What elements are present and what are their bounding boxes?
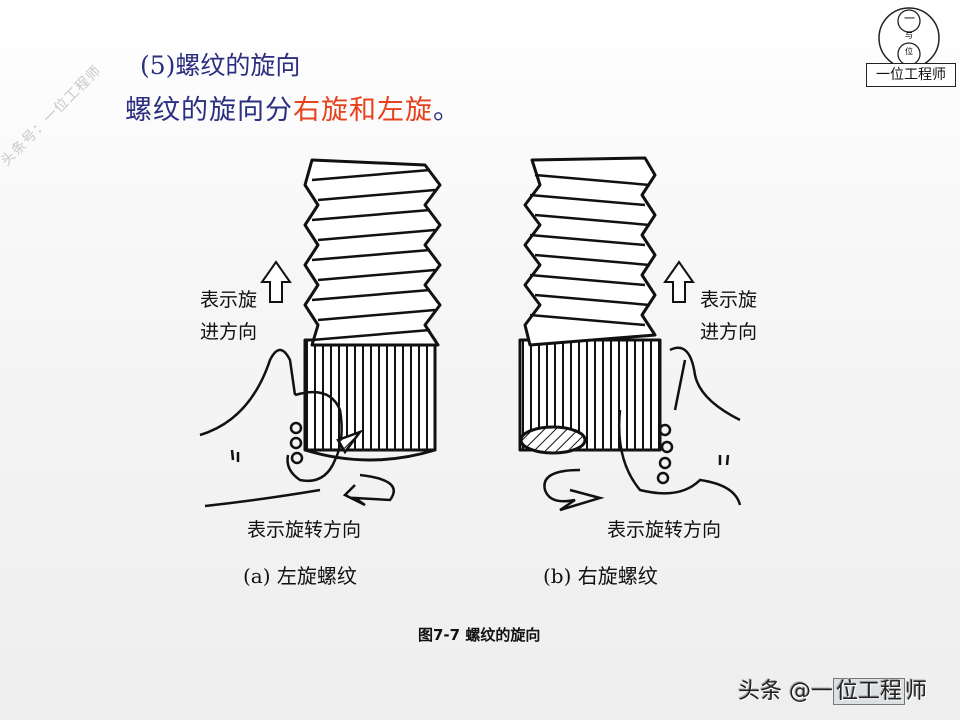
logo-mid-char: 与 bbox=[905, 31, 913, 40]
footer-prefix: 头条 @一 bbox=[738, 679, 833, 704]
right-advance-label-2: 进方向 bbox=[700, 321, 758, 343]
footer-boxed: 位工程 bbox=[833, 678, 906, 705]
left-advance-label-1: 表示旋 bbox=[200, 289, 258, 311]
logo-icon bbox=[878, 7, 940, 69]
right-hand-drawing bbox=[543, 346, 742, 512]
right-caption: (b) 右旋螺纹 bbox=[543, 564, 658, 588]
right-hand-screw bbox=[518, 156, 662, 455]
section-heading: (5)螺纹的旋向 bbox=[140, 51, 301, 80]
section-sentence: 螺纹的旋向分右旋和左旋。 bbox=[125, 88, 461, 127]
advance-arrow-up-icon-right bbox=[663, 260, 695, 303]
logo-top-char: 一 bbox=[904, 12, 915, 25]
advance-arrow-up-icon-left bbox=[260, 260, 292, 303]
right-advance-label-1: 表示旋 bbox=[700, 289, 758, 311]
sentence-highlight: 右旋和左旋 bbox=[293, 95, 433, 126]
footer-suffix: 师 bbox=[905, 679, 928, 704]
left-rotation-label: 表示旋转方向 bbox=[247, 519, 362, 541]
logo-bottom-char: 位 bbox=[905, 47, 913, 56]
logo-name-box: 一位工程师 bbox=[866, 63, 956, 87]
figure-caption: 图7-7 螺纹的旋向 bbox=[418, 626, 541, 644]
right-rotation-label: 表示旋转方向 bbox=[607, 519, 722, 541]
sentence-prefix: 螺纹的旋向分 bbox=[125, 95, 293, 126]
left-hand-drawing bbox=[199, 348, 395, 508]
left-hand-screw bbox=[303, 158, 442, 462]
sentence-suffix: 。 bbox=[433, 95, 461, 126]
footer-watermark: 头条 @一位工程师 bbox=[738, 673, 927, 705]
left-caption: (a) 左旋螺纹 bbox=[243, 564, 357, 588]
left-advance-label-2: 进方向 bbox=[200, 321, 258, 343]
